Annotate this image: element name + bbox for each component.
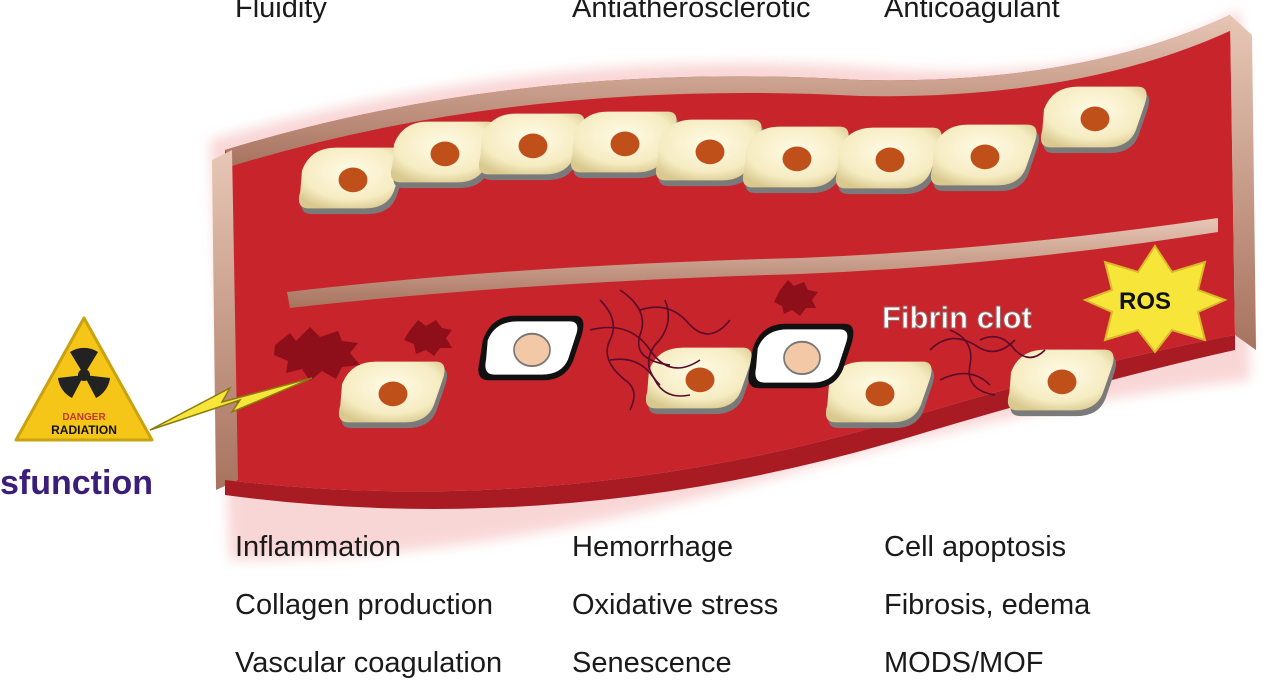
fibrin-clot-label: Fibrin clot (882, 300, 1032, 335)
sign-radiation-text: RADIATION (51, 423, 117, 437)
label-vascular-coagulation: Vascular coagulation (235, 649, 502, 678)
sign-danger-text: DANGER (62, 412, 106, 423)
label-fibrosis-edema: Fibrosis, edema (884, 591, 1090, 620)
ros-label: ROS (1119, 288, 1171, 315)
label-mods-mof: MODS/MOF (884, 649, 1044, 678)
label-hemorrhage: Hemorrhage (572, 533, 733, 562)
label-oxidative-stress: Oxidative stress (572, 591, 778, 620)
label-senescence: Senescence (572, 649, 732, 678)
left-title: sfunction (0, 466, 153, 500)
label-cell-apoptosis: Cell apoptosis (884, 533, 1066, 562)
label-inflammation: Inflammation (235, 533, 401, 562)
label-collagen-production: Collagen production (235, 591, 493, 620)
